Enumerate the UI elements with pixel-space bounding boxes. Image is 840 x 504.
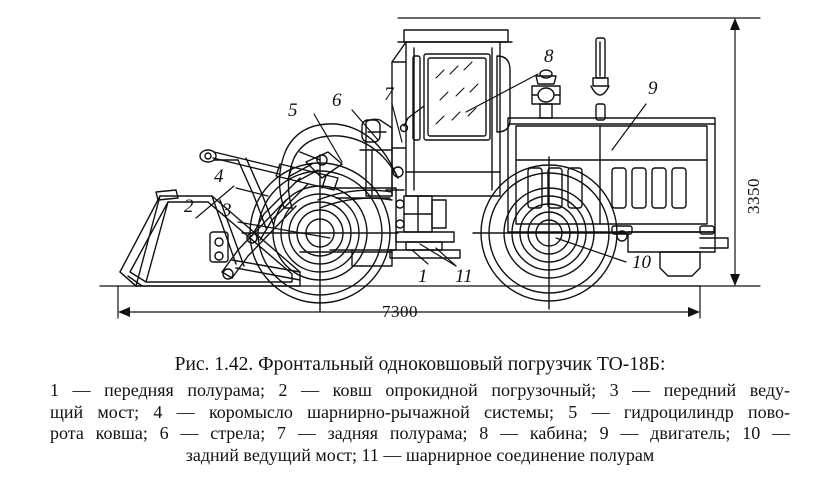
- legend-line-4: задний ведущий мост; 11 — шарнирное соед…: [185, 444, 655, 465]
- callout-3: 3: [222, 200, 232, 221]
- callout-4: 4: [214, 166, 224, 187]
- callout-2: 2: [184, 196, 194, 217]
- loader-technical-drawing: 3350 7300 2 3 4 5 6 7 8 9 1 11 10: [99, 17, 763, 321]
- air-cleaner: [531, 69, 561, 119]
- exhaust-stack: [590, 37, 610, 121]
- rocker-linkage: [246, 151, 343, 244]
- callout-6: 6: [332, 90, 342, 111]
- callout-leaders: [195, 73, 647, 267]
- dimension-length-label: 7300: [382, 302, 418, 321]
- rear-wheel: [472, 156, 626, 310]
- engine-compartment: [507, 117, 729, 277]
- callout-10: 10: [632, 252, 651, 273]
- callout-11: 11: [455, 266, 473, 287]
- figure-title: Рис. 1.42. Фронтальный одноковшовый погр…: [174, 354, 666, 375]
- front-wheel: [241, 154, 399, 312]
- callout-7: 7: [384, 84, 394, 105]
- boom-arm: [278, 123, 404, 209]
- operator-cab: [391, 29, 513, 197]
- legend-line-3: рота ковша; 6 — стрела; 7 — задняя полур…: [50, 423, 790, 443]
- figure-caption: Рис. 1.42. Фронтальный одноковшовый погр…: [0, 352, 840, 466]
- callout-5: 5: [288, 100, 298, 121]
- legend-line-1: 1 — передняя полурама; 2 — ковш опрокидн…: [50, 380, 790, 400]
- callout-9: 9: [648, 78, 658, 99]
- callout-1: 1: [418, 266, 428, 287]
- figure-legend: 1 — передняя полурама; 2 — ковш опрокидн…: [50, 380, 790, 466]
- loader-bucket: [119, 189, 301, 287]
- callout-8: 8: [544, 46, 554, 67]
- legend-line-2: щий мост; 4 — коромысло шарнирно-рычажно…: [50, 401, 790, 422]
- dimension-height-label: 3350: [744, 178, 763, 214]
- articulation-joint: [385, 189, 461, 259]
